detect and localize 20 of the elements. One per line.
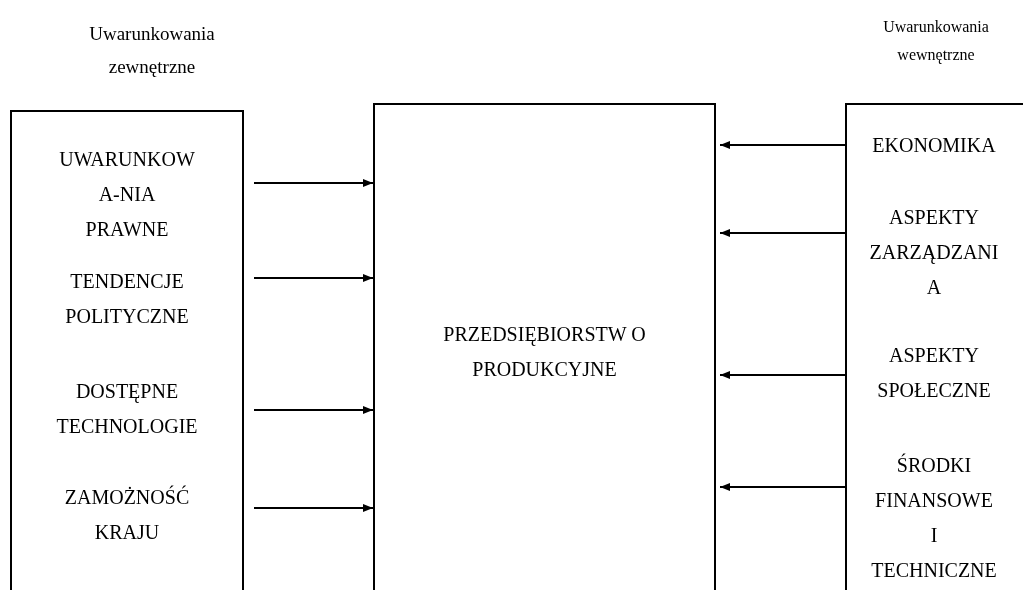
arrow [719, 141, 846, 149]
arrow [719, 371, 846, 379]
arrow [719, 483, 846, 491]
factor-label: EKONOMIKA [871, 133, 997, 158]
factor-label: ZAMOŻNOŚĆ KRAJU [63, 484, 191, 545]
arrow [253, 179, 374, 187]
factor-label: ASPEKTY SPOŁECZNE [876, 343, 992, 403]
group-heading: Uwarunkowania wewnętrzne [882, 17, 990, 66]
arrow [719, 229, 846, 237]
factor-label: ASPEKTY ZARZĄDZANI A [869, 205, 999, 300]
arrow [253, 406, 374, 414]
enterprise-label: PRZEDSIĘBIORSTW O PRODUKCYJNE [442, 322, 647, 382]
factor-label: UWARUNKOW A-NIA PRAWNE [58, 147, 196, 242]
factor-label: TENDENCJE POLITYCZNE [64, 269, 190, 329]
factor-label: DOSTĘPNE TECHNOLOGIE [55, 379, 199, 439]
arrow [253, 274, 374, 282]
arrow [253, 504, 374, 512]
factor-label: ŚRODKI FINANSOWE I TECHNICZNE [870, 452, 998, 583]
group-heading: Uwarunkowania zewnętrzne [88, 22, 216, 80]
enterprise-box [373, 103, 716, 590]
